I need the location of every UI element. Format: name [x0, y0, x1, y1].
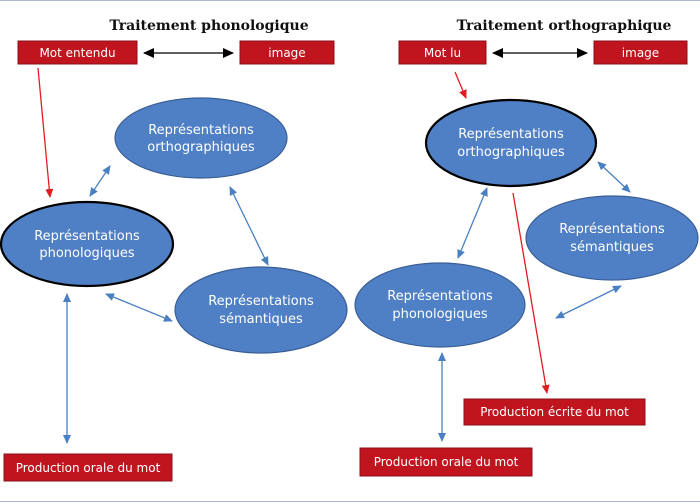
right-box-image-label: image — [622, 46, 659, 60]
right-arrow-ortho-sem — [597, 161, 631, 193]
right-box-production-ecrite-label: Production écrite du mot — [480, 405, 629, 419]
right-ortho-line2: orthographiques — [457, 145, 565, 160]
left-box-production-orale-label: Production orale du mot — [16, 461, 161, 475]
right-box-production-orale: Production orale du mot — [359, 447, 533, 477]
right-ellipse-orthographiques: Représentations orthographiques — [424, 98, 598, 188]
left-title: Traitement phonologique — [109, 18, 308, 34]
left-ortho-line1: Représentations — [148, 123, 254, 138]
left-phono-line2: phonologiques — [39, 246, 135, 261]
right-phono-line2: phonologiques — [392, 307, 488, 322]
right-red-arrow-ortho-written — [512, 192, 550, 394]
left-box-mot-entendu-label: Mot entendu — [39, 46, 115, 60]
left-box-production-orale: Production orale du mot — [3, 453, 173, 482]
left-red-arrow-input-phono — [37, 67, 54, 198]
left-arrow-phono-sem — [105, 293, 173, 322]
left-ortho-line2: orthographiques — [147, 140, 255, 155]
right-phono-line1: Représentations — [387, 289, 493, 304]
right-ellipse-semantiques: Représentations sémantiques — [525, 195, 699, 281]
left-ellipse-orthographiques: Représentations orthographiques — [114, 97, 288, 179]
right-box-mot-lu-label: Mot lu — [424, 46, 461, 60]
left-arrow-phono-ortho — [89, 165, 111, 197]
left-box-image-label: image — [268, 46, 305, 60]
right-red-arrow-input-ortho — [454, 71, 467, 99]
right-box-image: image — [593, 40, 688, 65]
right-box-production-orale-label: Production orale du mot — [374, 455, 519, 469]
left-sem-line1: Représentations — [208, 294, 314, 309]
left-phono-line1: Représentations — [34, 229, 140, 244]
right-box-production-ecrite: Production écrite du mot — [463, 398, 646, 426]
left-ellipse-semantiques: Représentations sémantiques — [174, 266, 348, 354]
right-title: Traitement orthographique — [457, 18, 672, 34]
right-box-mot-lu: Mot lu — [398, 40, 487, 65]
left-arrow-ortho-sem — [229, 186, 269, 266]
right-sem-line1: Représentations — [559, 222, 665, 237]
left-sem-line2: sémantiques — [219, 312, 303, 327]
left-ellipse-phonologiques: Représentations phonologiques — [0, 200, 175, 288]
right-ortho-line1: Représentations — [458, 127, 564, 142]
right-arrow-phono-sem — [555, 285, 622, 319]
left-box-mot-entendu: Mot entendu — [17, 40, 138, 65]
right-sem-line2: sémantiques — [570, 240, 654, 255]
right-ellipse-phonologiques: Représentations phonologiques — [354, 262, 526, 348]
right-arrow-ortho-phono — [457, 187, 488, 259]
left-box-image: image — [239, 40, 335, 65]
